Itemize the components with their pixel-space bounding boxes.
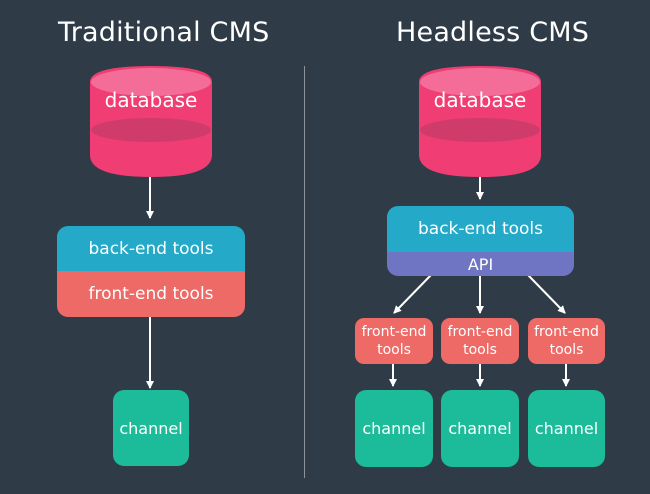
headless-channel-label: channel <box>362 419 426 438</box>
headless-backend-tools: back-end tools <box>387 206 574 252</box>
headless-channel-1: channel <box>355 390 433 467</box>
section-divider <box>304 66 305 478</box>
frontend-tools-line1: front-end <box>361 324 427 340</box>
frontend-tools-line2: tools <box>377 342 411 358</box>
headless-frontend-tools-3: front-end tools <box>528 318 605 364</box>
headless-database-cylinder: database <box>419 66 541 179</box>
api-layer: API <box>387 252 574 276</box>
frontend-tools-line1: front-end <box>447 324 513 340</box>
headless-channel-label: channel <box>448 419 512 438</box>
api-label: API <box>467 254 494 274</box>
traditional-frontend-label: front-end tools <box>88 284 214 304</box>
headless-frontend-tools-2: front-end tools <box>441 318 519 364</box>
headless-frontend-tools-1: front-end tools <box>355 318 433 364</box>
api-arrow-right <box>527 274 566 314</box>
frontend-tools-line2: tools <box>463 342 497 358</box>
headless-channel-2: channel <box>441 390 519 467</box>
traditional-cms-title: Traditional CMS <box>58 17 270 48</box>
headless-cms-title: Headless CMS <box>396 17 590 48</box>
traditional-backend-label: back-end tools <box>88 238 214 259</box>
traditional-database-cylinder: database <box>90 66 212 179</box>
traditional-database-label: database <box>104 88 198 112</box>
traditional-channel: channel <box>113 390 189 466</box>
api-arrow-left <box>393 274 432 314</box>
traditional-backend-tools: back-end tools <box>57 226 245 271</box>
headless-backend-label: back-end tools <box>417 219 543 239</box>
traditional-channel-label: channel <box>119 418 183 438</box>
database-icon <box>90 66 212 177</box>
traditional-frontend-tools: front-end tools <box>57 271 245 317</box>
headless-database-label: database <box>433 88 527 112</box>
headless-channel-label: channel <box>534 419 599 438</box>
headless-channel-3: channel <box>528 390 605 467</box>
frontend-tools-line1: front-end <box>534 324 599 340</box>
database-icon <box>419 66 541 177</box>
frontend-tools-line2: tools <box>549 342 584 358</box>
